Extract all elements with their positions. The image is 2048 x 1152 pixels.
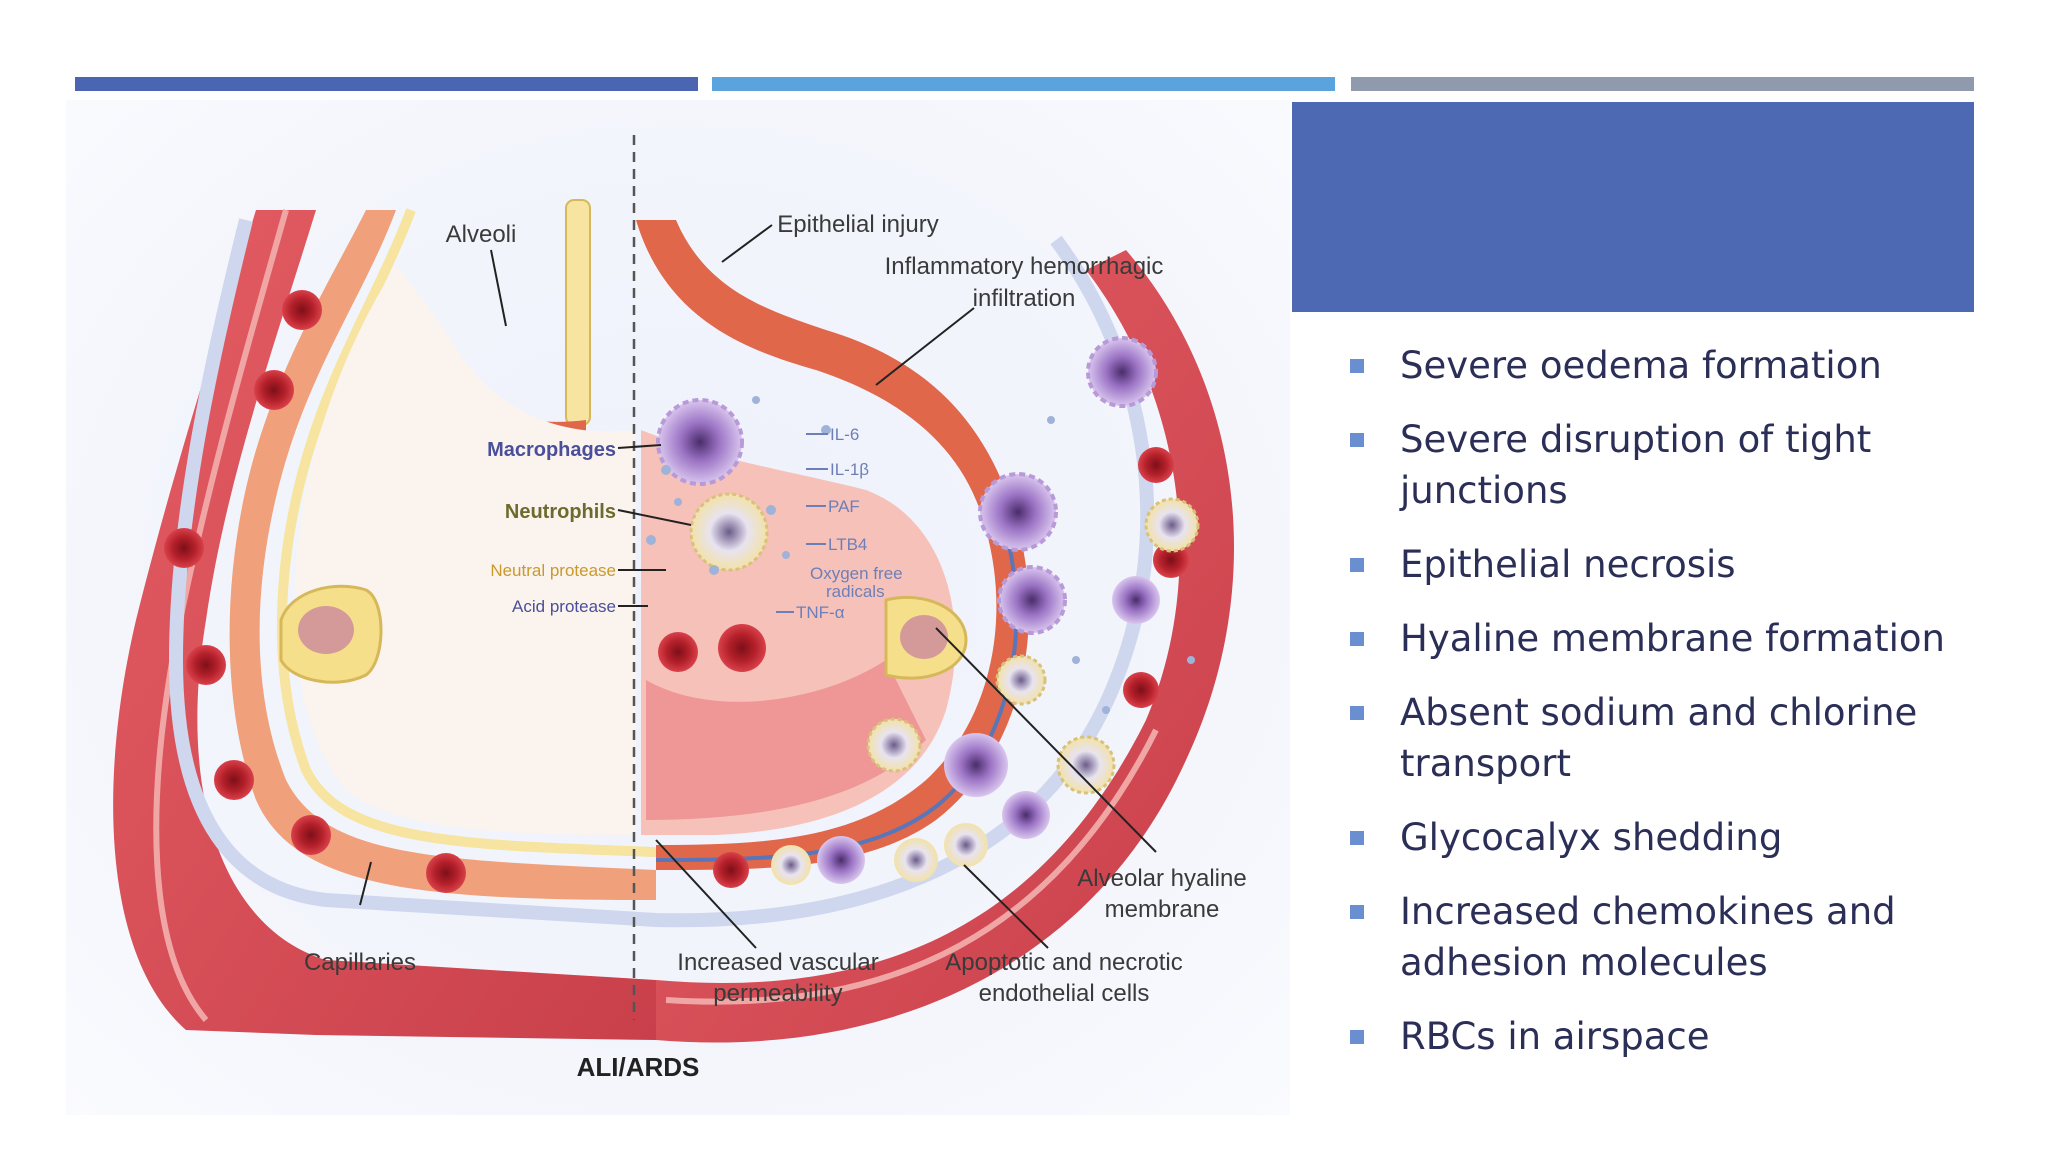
bullet-text: RBCs in airspace xyxy=(1400,1015,1710,1058)
label-apoptotic-line2: endothelial cells xyxy=(979,980,1150,1007)
top-accent-bar-3 xyxy=(1351,77,1974,91)
bullet-list: Severe oedema formation Severe disruptio… xyxy=(1350,340,1970,1085)
bullet-text: Severe oedema formation xyxy=(1400,344,1882,387)
label-leader-lines xyxy=(359,224,1157,949)
bullet-item: Absent sodium and chlorine transport xyxy=(1350,687,1970,789)
bullet-square-icon xyxy=(1350,433,1364,447)
bullet-text: Glycocalyx shedding xyxy=(1400,816,1783,859)
bullet-item: Hyaline membrane formation xyxy=(1350,613,1970,664)
bullet-square-icon xyxy=(1350,1030,1364,1044)
bullet-item: Severe disruption of tight junctions xyxy=(1350,414,1970,516)
bullet-square-icon xyxy=(1350,632,1364,646)
label-capillaries: Capillaries xyxy=(304,949,416,976)
mediator-ticks xyxy=(776,433,828,613)
bullet-text: Increased chemokines and adhesion molecu… xyxy=(1400,890,1896,984)
bullet-item: Increased chemokines and adhesion molecu… xyxy=(1350,886,1970,988)
label-alveoli: Alveoli xyxy=(446,221,517,248)
bullet-square-icon xyxy=(1350,905,1364,919)
label-paf: PAF xyxy=(828,497,860,516)
label-il6: IL-6 xyxy=(830,425,859,444)
label-tnfa: TNF-α xyxy=(796,603,845,622)
epithelial-cell-column xyxy=(565,199,591,426)
ards-diagram: Alveoli Epithelial injury Inflammatory h… xyxy=(66,100,1290,1115)
label-ltb4: LTB4 xyxy=(828,535,867,554)
label-il1b: IL-1β xyxy=(830,460,869,479)
label-neutral-protease: Neutral protease xyxy=(490,561,616,580)
red-blood-cells xyxy=(164,290,1189,893)
slide-title-box xyxy=(1292,102,1974,312)
bullet-text: Epithelial necrosis xyxy=(1400,543,1736,586)
label-hyaline-line2: membrane xyxy=(1105,896,1220,923)
bullet-item: Glycocalyx shedding xyxy=(1350,812,1970,863)
bullet-square-icon xyxy=(1350,831,1364,845)
mediator-dots xyxy=(646,396,1195,714)
label-epithelial-injury: Epithelial injury xyxy=(777,211,938,238)
bullet-square-icon xyxy=(1350,706,1364,720)
bullet-text: Absent sodium and chlorine transport xyxy=(1400,691,1918,785)
label-macrophages: Macrophages xyxy=(487,439,616,461)
bullet-item: RBCs in airspace xyxy=(1350,1011,1970,1062)
label-apoptotic-line1: Apoptotic and necrotic xyxy=(945,949,1182,976)
label-inflammatory-line2: infiltration xyxy=(973,285,1076,312)
bullet-square-icon xyxy=(1350,558,1364,572)
bullet-text: Hyaline membrane formation xyxy=(1400,617,1945,660)
label-vascular-line1: Increased vascular xyxy=(677,949,878,976)
label-vascular-line2: permeability xyxy=(713,980,842,1007)
top-accent-bar-1 xyxy=(75,77,698,91)
bullet-item: Epithelial necrosis xyxy=(1350,539,1970,590)
bullet-text: Severe disruption of tight junctions xyxy=(1400,418,1872,512)
label-hyaline-line1: Alveolar hyaline xyxy=(1077,865,1246,892)
label-acid-protease: Acid protease xyxy=(512,597,616,616)
inflammatory-cells xyxy=(656,336,1200,885)
label-oxygen-line2: radicals xyxy=(826,582,885,601)
label-neutrophils: Neutrophils xyxy=(505,501,616,523)
epithelial-cells xyxy=(279,584,968,684)
label-oxygen-line1: Oxygen free xyxy=(810,564,903,583)
bullet-item: Severe oedema formation xyxy=(1350,340,1970,391)
label-inflammatory-line1: Inflammatory hemorrhagic xyxy=(885,253,1164,280)
bullet-square-icon xyxy=(1350,359,1364,373)
top-accent-bar-2 xyxy=(712,77,1335,91)
diagram-caption: ALI/ARDS xyxy=(577,1052,700,1082)
